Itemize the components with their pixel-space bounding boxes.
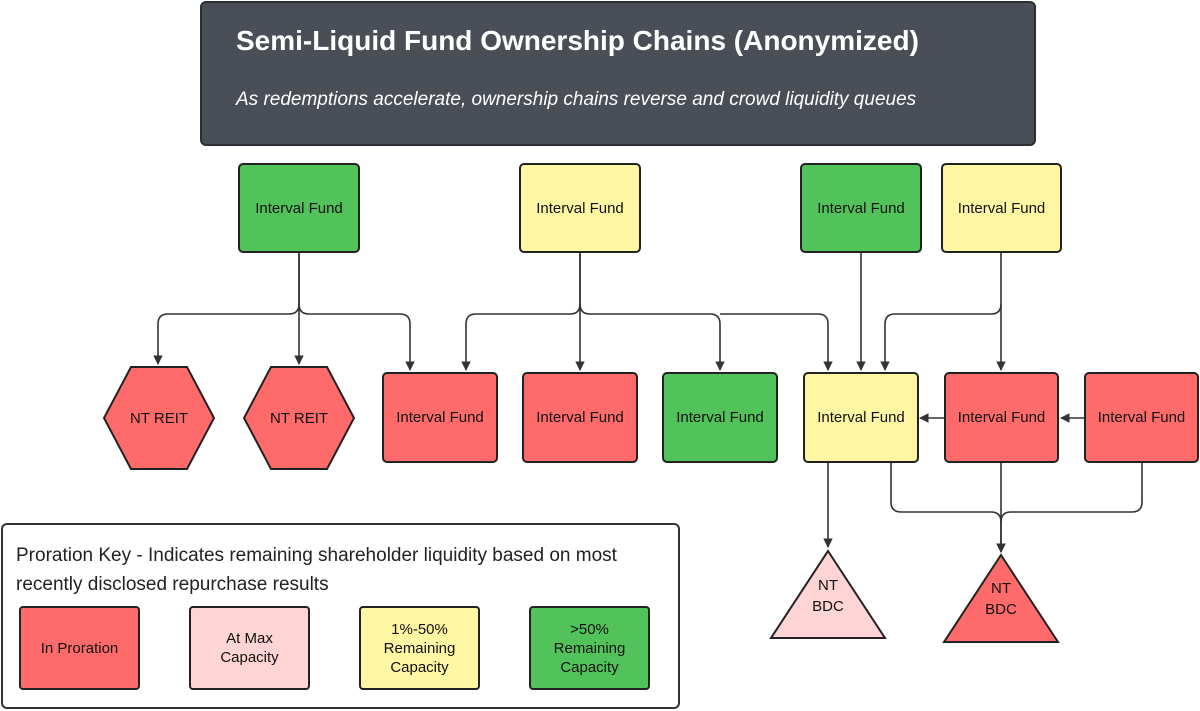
edge-top2-mid4 <box>720 313 833 371</box>
legend-item-partial-capacity: 1%-50% Remaining Capacity <box>359 606 480 690</box>
node-top-2[interactable]: Interval Fund <box>519 163 641 253</box>
node-reit-2-label: NT REIT <box>269 409 329 427</box>
node-top-3[interactable]: Interval Fund <box>800 163 922 253</box>
node-bdc-1[interactable] <box>769 549 887 640</box>
node-mid-3[interactable]: Interval Fund <box>662 372 778 463</box>
node-mid-5[interactable]: Interval Fund <box>944 372 1059 463</box>
node-label: Interval Fund <box>676 409 764 426</box>
node-mid-4[interactable]: Interval Fund <box>803 372 919 463</box>
node-mid-1[interactable]: Interval Fund <box>382 372 498 463</box>
node-reit-2[interactable] <box>243 366 355 470</box>
node-bdc-1-line2: BDC <box>812 598 844 615</box>
node-bdc-2-line1: NT <box>991 580 1011 597</box>
legend-item-label: At Max Capacity <box>220 630 279 666</box>
diagram-subtitle: As redemptions accelerate, ownership cha… <box>236 89 917 110</box>
node-bdc-1-line1: NT <box>818 577 838 594</box>
edge-top2-mid3 <box>579 303 725 371</box>
edge-top4-mid4 <box>880 253 1002 371</box>
node-bdc-2[interactable] <box>942 553 1060 644</box>
edge-top2-mid1 <box>461 253 581 371</box>
header-banner: Semi-Liquid Fund Ownership Chains (Anony… <box>200 1 1036 146</box>
legend-item-label: In Proration <box>40 639 119 657</box>
node-bdc-1-label: NT BDC <box>769 571 887 621</box>
node-reit-1[interactable] <box>103 366 215 470</box>
node-label: Interval Fund <box>396 409 484 426</box>
node-top-4[interactable]: Interval Fund <box>941 163 1062 253</box>
node-bdc-2-label: NT BDC <box>942 574 1060 624</box>
node-mid-6[interactable]: Interval Fund <box>1084 372 1199 463</box>
node-label: Interval Fund <box>536 409 624 426</box>
legend-title: Proration Key - Indicates remaining shar… <box>16 545 617 595</box>
legend-item-label: >50% Remaining Capacity <box>553 620 626 676</box>
node-label: Interval Fund <box>957 199 1046 217</box>
node-label: Interval Fund <box>255 199 343 217</box>
legend-item-in-proration: In Proration <box>19 606 140 690</box>
legend-item-at-max-capacity: At Max Capacity <box>189 606 310 690</box>
node-reit-1-label: NT REIT <box>129 409 189 427</box>
legend-item-high-capacity: >50% Remaining Capacity <box>529 606 650 690</box>
legend-item-label: 1%-50% Remaining Capacity <box>383 620 456 676</box>
diagram-title: Semi-Liquid Fund Ownership Chains (Anony… <box>236 25 919 56</box>
node-label: Interval Fund <box>817 199 905 217</box>
node-mid-2[interactable]: Interval Fund <box>522 372 638 463</box>
proration-key-legend: Proration Key - Indicates remaining shar… <box>1 523 680 709</box>
edge-top1-mid1 <box>298 303 415 371</box>
node-label: Interval Fund <box>1097 409 1186 426</box>
node-bdc-2-line2: BDC <box>985 601 1017 618</box>
edge-mid6-bdc2 <box>1000 463 1143 523</box>
node-label: Interval Fund <box>957 409 1046 426</box>
node-label: Interval Fund <box>536 199 624 217</box>
edge-top1-reit1 <box>153 253 300 365</box>
node-label: Interval Fund <box>817 409 905 426</box>
node-top-1[interactable]: Interval Fund <box>238 163 360 253</box>
edge-mid4-bdc2 <box>890 463 1006 553</box>
